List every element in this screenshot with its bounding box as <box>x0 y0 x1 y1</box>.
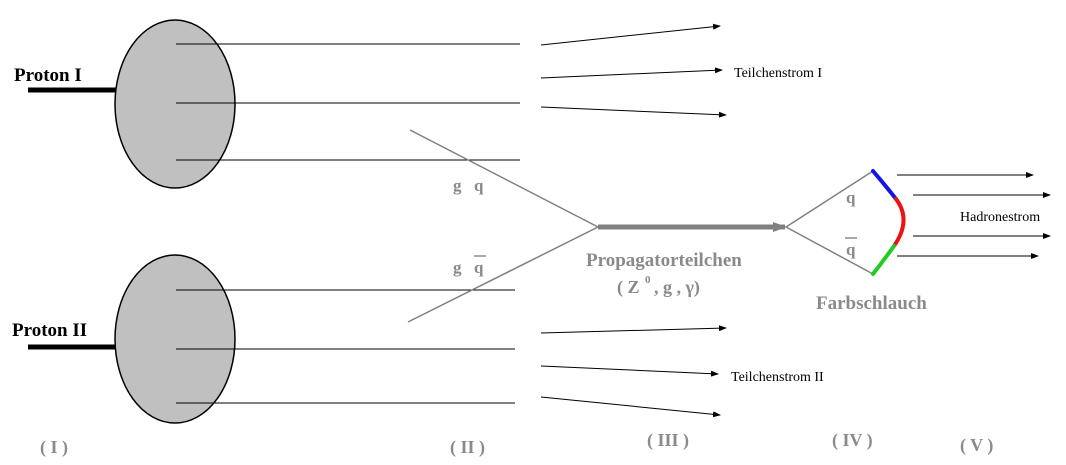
stream-2-label: Teilchenstrom II <box>731 370 824 385</box>
gluon-bottom-label: g <box>453 258 462 277</box>
stage-5-label: ( V ) <box>960 435 993 456</box>
proton-1-label: Proton I <box>14 65 82 86</box>
antiquark-right-label: q <box>846 240 856 259</box>
incoming-parton-top <box>409 129 599 228</box>
stage-2-label: ( II ) <box>450 437 485 458</box>
color-tube-label: Farbschlauch <box>816 293 927 314</box>
stage-3-label: ( III ) <box>647 430 689 451</box>
stream-arrow <box>540 106 727 118</box>
stream-arrow <box>540 396 721 418</box>
stream-1-label: Teilchenstrom I <box>734 66 822 81</box>
color-tube-red-segment <box>892 197 906 248</box>
propagator-particles: ( Z 0 , g , γ) <box>617 274 700 298</box>
color-tube-green-segment <box>871 244 896 276</box>
stage-4-label: ( IV ) <box>832 430 873 451</box>
propagator-particles-rest: , g , γ) <box>654 277 700 298</box>
quark-top-label: q <box>474 176 484 195</box>
color-tube <box>871 169 906 276</box>
particle-stream-1 <box>540 23 727 118</box>
proton-2 <box>28 254 515 424</box>
proton-1 <box>28 19 520 189</box>
color-tube-blue-segment <box>871 169 898 201</box>
antiquark-bottom-label: q <box>474 258 484 277</box>
stream-arrow <box>540 365 719 377</box>
proton-2-ellipse <box>114 254 236 424</box>
gluon-top-label: g <box>453 176 462 195</box>
stream-arrow <box>540 325 727 334</box>
particle-stream-2 <box>540 325 727 418</box>
stage-labels: ( I ) ( II ) ( III ) ( IV ) ( V ) <box>40 430 993 458</box>
hadron-stream <box>897 172 1051 259</box>
propagator-label: Propagatorteilchen <box>586 250 742 271</box>
hadron-stream-label: Hadronestrom <box>960 210 1040 225</box>
propagator-particles-sup: 0 <box>645 274 651 286</box>
stage-1-label: ( I ) <box>40 437 68 458</box>
quark-right-label: q <box>846 188 856 207</box>
incoming-parton-bottom <box>407 226 599 323</box>
stream-arrow <box>540 23 721 46</box>
outgoing-antiquark-line <box>785 226 874 275</box>
outgoing-quark-line <box>785 170 874 228</box>
propagator-particles-open: ( Z <box>617 277 640 298</box>
proton-1-ellipse <box>114 19 236 189</box>
stream-arrow <box>540 67 723 79</box>
proton-2-label: Proton II <box>12 320 87 341</box>
